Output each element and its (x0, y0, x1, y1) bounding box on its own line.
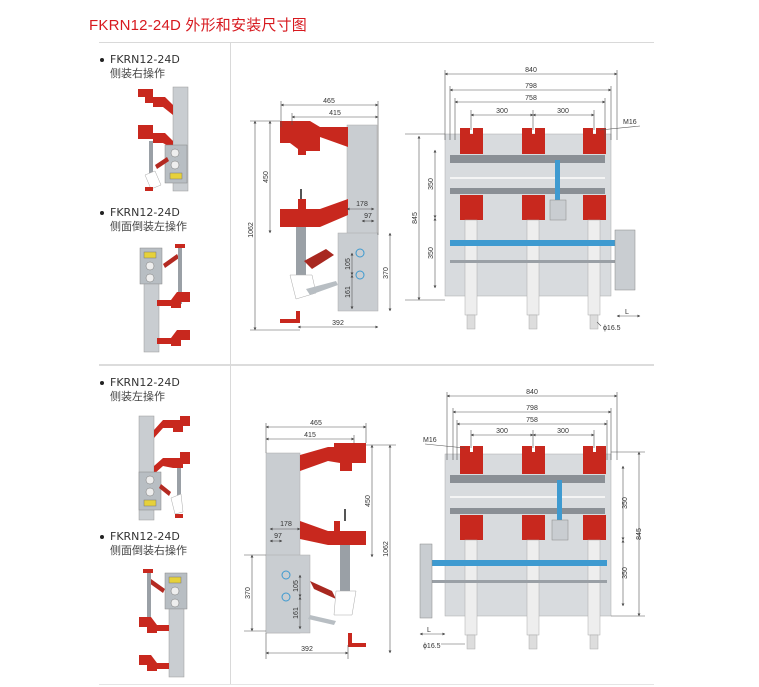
front-view-drawing-bottom: 840 798 758 300 300 M16 845 350 350 L ϕ1… (419, 389, 645, 650)
bullet-icon (100, 535, 104, 539)
dim-845: 845 (636, 528, 643, 540)
variant-model: FKRN12-24D (110, 53, 180, 66)
dim-370: 370 (245, 587, 252, 599)
dim-105: 105 (293, 580, 300, 592)
dim-350-lower: 350 (428, 247, 435, 259)
variant-model: FKRN12-24D (110, 206, 180, 219)
bullet-icon (100, 211, 104, 215)
dim-798: 798 (525, 83, 537, 90)
dim-465: 465 (310, 420, 322, 427)
thumbnail-side-right (138, 86, 189, 192)
dim-300-right: 300 (557, 108, 569, 115)
upper-contacts (460, 446, 606, 474)
dim-161: 161 (293, 607, 300, 619)
front-view-drawing-top: 840 798 758 300 300 M16 845 350 350 L ϕ1… (405, 67, 641, 332)
dim-415: 415 (304, 432, 316, 439)
dim-758: 758 (526, 417, 538, 424)
dim-178: 178 (280, 521, 292, 528)
bullet-icon (100, 58, 104, 62)
variant-label-1: FKRN12-24D 侧装右操作 (100, 53, 180, 81)
dim-840: 840 (526, 389, 538, 396)
dim-161: 161 (345, 286, 352, 298)
lower-insulator (300, 521, 366, 545)
dim-350-upper: 350 (428, 178, 435, 190)
fuse-insulator (304, 249, 334, 269)
fuse-insulator (310, 581, 336, 599)
dim-1062: 1062 (383, 541, 390, 557)
upper-contacts (460, 128, 606, 154)
mount-hole (355, 248, 365, 258)
variant-label-3: FKRN12-24D 侧装左操作 (100, 376, 180, 404)
dim-97: 97 (274, 533, 282, 540)
thumbnail-inverted-left (139, 244, 190, 353)
dim-1062: 1062 (248, 222, 255, 238)
variant-mounting: 侧装左操作 (110, 390, 165, 403)
dim-phi-16-5: ϕ16.5 (603, 325, 621, 332)
dim-97: 97 (364, 213, 372, 220)
section-divider (99, 364, 654, 366)
operating-box (265, 554, 311, 634)
bullet-icon (100, 381, 104, 385)
dim-392: 392 (332, 320, 344, 327)
dim-m16: M16 (623, 119, 637, 126)
dim-105: 105 (345, 258, 352, 270)
dim-465: 465 (323, 98, 335, 105)
upper-insulator (280, 121, 348, 155)
mount-hole (281, 570, 291, 580)
dim-350-lower: 350 (622, 567, 629, 579)
dim-178: 178 (356, 201, 368, 208)
dim-300-left: 300 (496, 108, 508, 115)
dim-350-upper: 350 (622, 497, 629, 509)
page-title: FKRN12-24D 外形和安装尺寸图 (89, 17, 307, 34)
dim-450: 450 (263, 171, 270, 183)
mount-hole (281, 592, 291, 602)
thumbnail-inverted-right (139, 569, 188, 678)
mounting-plate (346, 124, 378, 236)
dim-300-right: 300 (557, 428, 569, 435)
fuse-tube (296, 227, 306, 277)
variant-model: FKRN12-24D (110, 376, 180, 389)
footer-divider (99, 684, 654, 685)
operating-handle-bracket (419, 543, 433, 619)
operating-rod (555, 160, 560, 200)
operating-handle-bracket (614, 229, 636, 291)
upper-insulator (300, 443, 366, 471)
main-shaft (427, 560, 607, 566)
variant-mounting: 侧装右操作 (110, 67, 165, 80)
mount-hole (355, 270, 365, 280)
dim-300-left: 300 (496, 428, 508, 435)
lower-insulator (280, 199, 348, 227)
dim-m16: M16 (423, 437, 437, 444)
variant-label-2: FKRN12-24D 侧面倒装左操作 (100, 206, 187, 234)
dim-370: 370 (383, 267, 390, 279)
dim-798: 798 (526, 405, 538, 412)
dim-415: 415 (329, 110, 341, 117)
header-divider (99, 42, 654, 43)
column-divider (230, 42, 231, 684)
variant-model: FKRN12-24D (110, 530, 180, 543)
operating-rod (557, 480, 562, 520)
side-view-drawing-bottom: 465 415 450 1062 178 97 370 105 161 392 (244, 420, 396, 659)
side-view-drawing-top: 465 415 450 1062 178 97 370 105 161 392 (248, 98, 392, 331)
operating-box (337, 232, 379, 312)
dim-392: 392 (301, 646, 313, 653)
dim-450: 450 (365, 495, 372, 507)
dim-845: 845 (412, 212, 419, 224)
dim-phi-16-5: ϕ16.5 (423, 643, 441, 650)
fuse-tube (340, 545, 350, 595)
thumbnail-side-left (138, 415, 190, 521)
dim-l: L (427, 627, 431, 634)
main-shaft (450, 240, 628, 246)
dim-758: 758 (525, 95, 537, 102)
variant-mounting: 侧面倒装右操作 (110, 544, 187, 557)
variant-mounting: 侧面倒装左操作 (110, 220, 187, 233)
dim-840: 840 (525, 67, 537, 74)
variant-label-4: FKRN12-24D 侧面倒装右操作 (100, 530, 187, 558)
dim-l: L (625, 309, 629, 316)
